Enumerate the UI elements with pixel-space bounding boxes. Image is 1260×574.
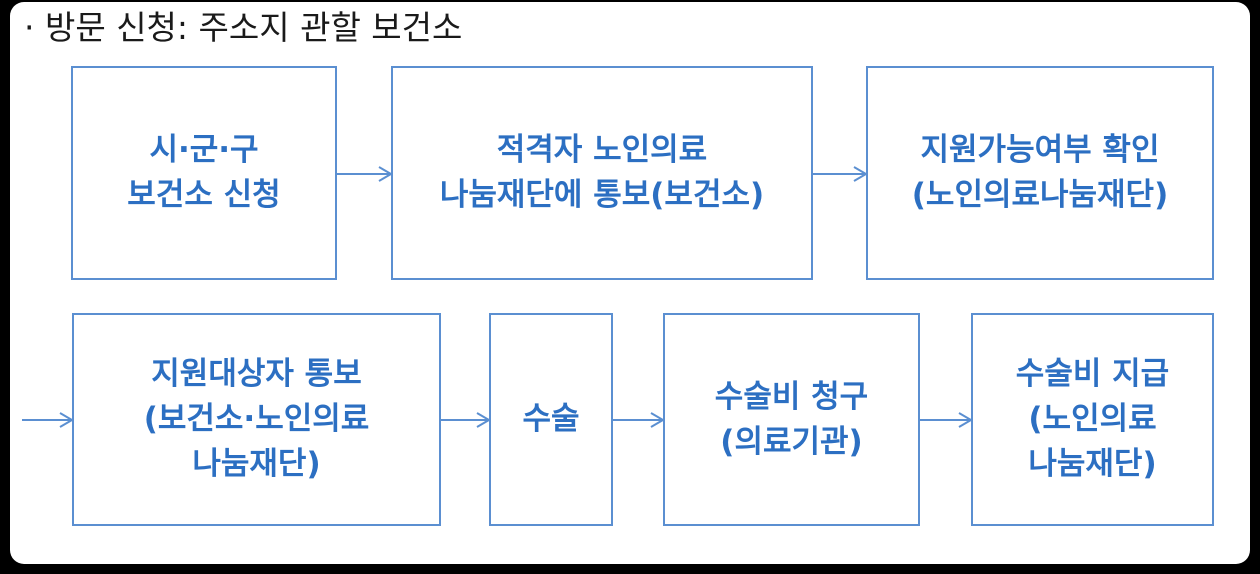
step-box-notify-recipient: 지원대상자 통보 (보건소·노인의료 나눔재단) (72, 313, 441, 526)
step-box-payment: 수술비 지급 (노인의료 나눔재단) (971, 313, 1214, 526)
step-label-claim: 수술비 청구 (의료기관) (714, 378, 869, 460)
arrow-step4-to-step5 (441, 412, 491, 428)
step-label-surgery: 수술 (522, 401, 580, 437)
arrow-step2-to-step3 (813, 166, 868, 182)
step-label-notify-foundation: 적격자 노인의료 나눔재단에 통보(보건소) (439, 132, 765, 213)
step-box-eligibility-check: 지원가능여부 확인 (노인의료나눔재단) (866, 66, 1214, 280)
step-label-apply: 시·군·구 보건소 신청 (127, 132, 281, 213)
step-box-surgery: 수술 (489, 313, 613, 526)
page-title: · 방문 신청: 주소지 관할 보건소 (24, 8, 463, 47)
arrow-step6-to-step7 (920, 412, 973, 428)
arrow-step5-to-step6 (613, 412, 665, 428)
step-box-notify-foundation: 적격자 노인의료 나눔재단에 통보(보건소) (391, 66, 813, 280)
step-label-eligibility-check: 지원가능여부 확인 (노인의료나눔재단) (911, 132, 1169, 213)
step-label-payment: 수술비 지급 (노인의료 나눔재단) (1015, 356, 1170, 482)
arrow-step1-to-step2 (337, 166, 393, 182)
step-box-apply: 시·군·구 보건소 신청 (71, 66, 337, 280)
step-box-claim: 수술비 청구 (의료기관) (663, 313, 920, 526)
arrow-into-step4 (22, 412, 74, 428)
step-label-notify-recipient: 지원대상자 통보 (보건소·노인의료 나눔재단) (143, 356, 370, 482)
